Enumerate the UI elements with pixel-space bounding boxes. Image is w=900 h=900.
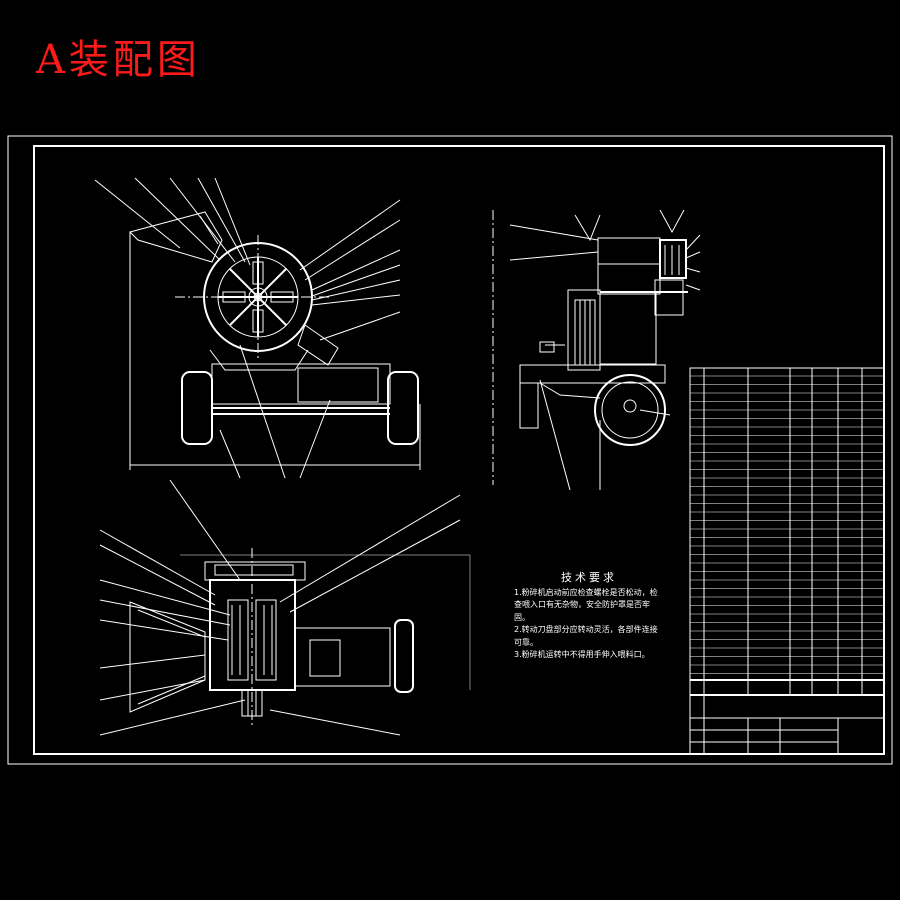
- drawing-title: A装配图: [36, 37, 201, 83]
- front-view: [94, 177, 421, 479]
- tech-requirement-3: 3.粉碎机运转中不得用手伸入喂料口。: [514, 650, 650, 659]
- parts-list-table: [689, 367, 885, 755]
- technical-requirements: 技术要求 1.粉碎机启动前应检查螺栓是否松动，检查喂入口有无杂物，安全防护罩是否…: [514, 571, 664, 662]
- tech-requirement-1: 1.粉碎机启动前应检查螺栓是否松动，检查喂入口有无杂物，安全防护罩是否牢固。: [514, 587, 658, 622]
- tech-requirement-2: 2.转动刀盘部分应转动灵活，各部件连接可靠。: [514, 625, 658, 647]
- tech-requirements-heading: 技术要求: [561, 571, 617, 584]
- parts-list-rows: [690, 375, 884, 674]
- top-view: [99, 479, 471, 736]
- inner-frame: [33, 145, 885, 755]
- outer-border: [7, 135, 893, 765]
- side-view: [492, 209, 701, 491]
